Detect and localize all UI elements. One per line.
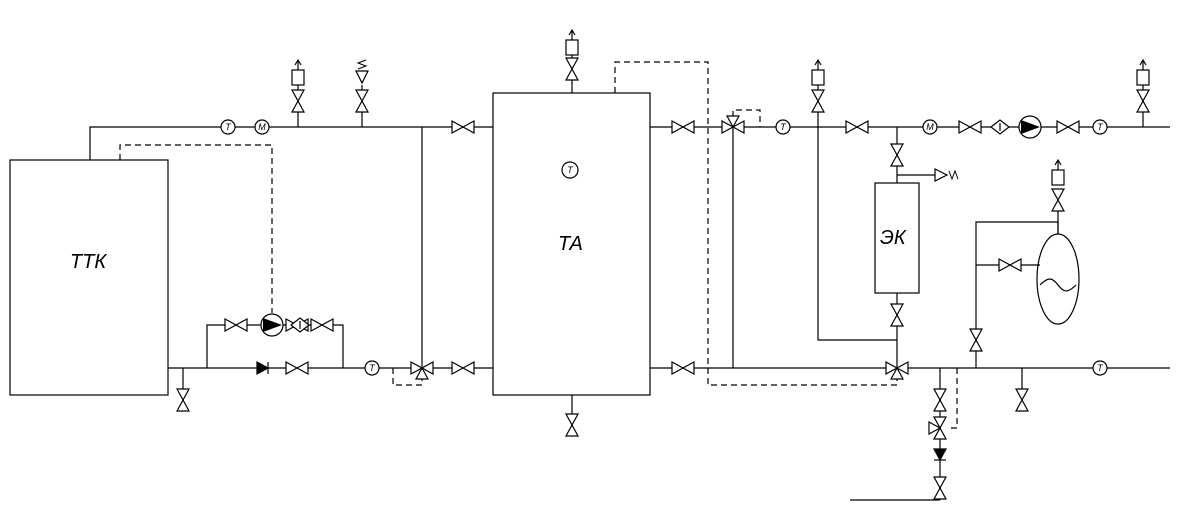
air-vents [291,29,1150,186]
svg-text:Т: Т [1097,122,1104,132]
heat-accumulator-tank [492,92,651,396]
circulation-pumps [260,115,1042,337]
svg-text:Т: Т [780,122,787,132]
expansion-tank [1036,233,1080,325]
svg-text:Т: Т [1097,363,1104,373]
boiler-label: ТТК [70,251,107,273]
solid-fuel-boiler [9,159,169,396]
accumulator-label: ТА [558,233,583,255]
control-lines [119,61,958,429]
svg-text:Т: Т [225,122,232,132]
svg-text:Т: Т [567,165,574,175]
return-pipes [168,200,1170,501]
thermometer-icon: Т Т Т Т Т Т [220,119,1108,376]
svg-text:М: М [258,122,266,132]
manometer-icon: М М [254,119,938,135]
mixing-valves [410,115,947,440]
expansion-membrane [1039,278,1077,292]
electric-boiler [874,182,920,294]
svg-text:М: М [926,122,934,132]
electric-boiler-label: ЭК [880,227,907,249]
svg-text:Т: Т [369,363,376,373]
